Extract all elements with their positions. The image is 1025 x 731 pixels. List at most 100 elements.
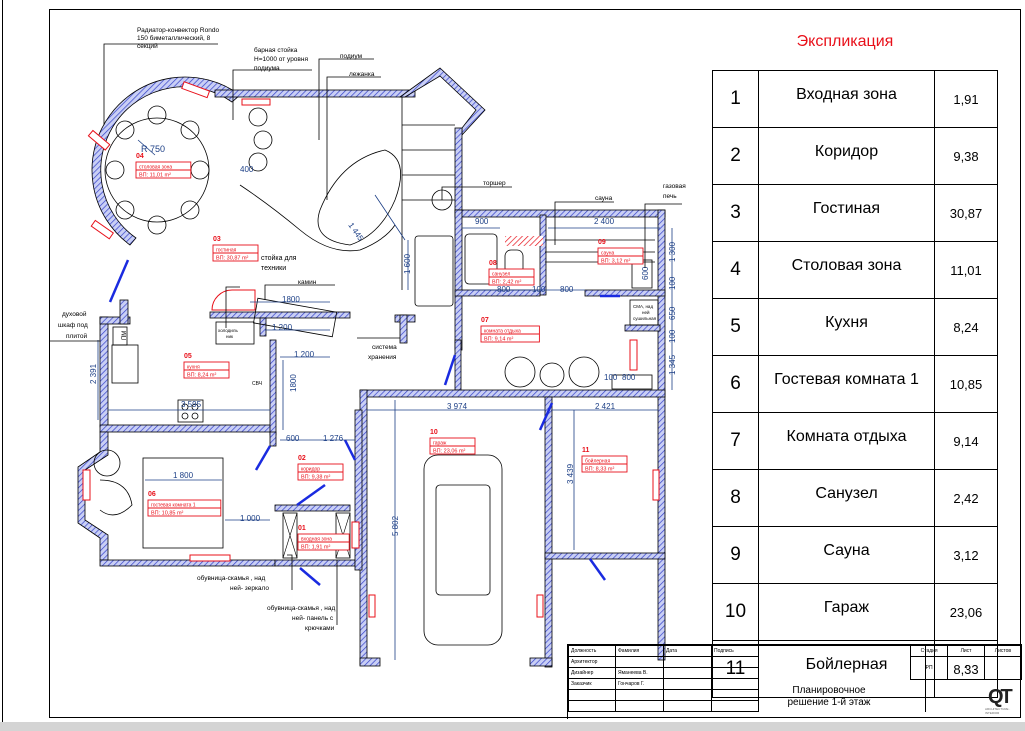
stamp-info-value: РП	[909, 656, 949, 680]
stamp-cell	[663, 678, 712, 690]
guest-bottom-wall	[99, 559, 276, 567]
stamp-header: Подпись	[711, 645, 759, 657]
stamp-cell: Гончаров Г.	[615, 678, 664, 690]
room-area: ВП: 2,42 m²	[492, 279, 521, 285]
room-code: 05	[184, 353, 192, 360]
garage-br-corner	[529, 657, 553, 667]
room-name: Санузел	[758, 469, 935, 527]
fireplace-wall	[209, 311, 351, 319]
room-area: ВП: 11,01 m²	[139, 172, 171, 178]
kitchen-top-wall-b	[119, 299, 129, 325]
dim-3974: 3 974	[447, 402, 468, 411]
dim-100-a: 100	[668, 276, 677, 290]
room-area: ВП: 10,85 m²	[151, 510, 184, 516]
dim-800-a: 800	[497, 285, 511, 294]
company-logo-subtitle: ARCHITECTURE · INTERIOR	[985, 707, 1011, 715]
top-wall	[214, 89, 416, 98]
kitchen-top-wall-a	[99, 316, 131, 325]
dim-400: 400	[240, 165, 254, 174]
svg-text:торшер: торшер	[483, 180, 506, 187]
cabinet	[611, 374, 653, 390]
room-number: 8	[712, 469, 759, 527]
room-name: бойлерная	[585, 457, 610, 464]
room-name: гостевая комната 1	[151, 502, 196, 508]
leader-lines	[50, 43, 682, 625]
dim-2400: 2 400	[594, 217, 615, 226]
stamp-cell: Дизайнер	[568, 667, 616, 679]
room-name: Гостевая комната 1	[758, 355, 935, 413]
car	[423, 454, 503, 646]
room-area: 9,38	[934, 127, 998, 185]
sofa	[414, 235, 454, 307]
dim-3439: 3 439	[566, 463, 575, 484]
dim-1800-bed: 1 800	[173, 471, 194, 480]
stamp-info-header: Стадия	[909, 645, 949, 657]
room-area: 10,85	[934, 355, 998, 413]
dim-800-b: 800	[560, 285, 574, 294]
kitchen-west-wall	[99, 316, 109, 428]
rest-left-wall	[454, 339, 462, 391]
room-number: 3	[712, 184, 759, 242]
svg-text:сауна: сауна	[595, 195, 613, 202]
room-area: 9,14	[934, 412, 998, 470]
room-code: 03	[213, 236, 221, 243]
entry-bottom-wall	[274, 559, 356, 567]
stamp-cell	[711, 667, 759, 679]
room-area: 2,42	[934, 469, 998, 527]
sauna-top-wall	[454, 209, 666, 218]
room-number: 6	[712, 355, 759, 413]
room-code: 09	[598, 239, 606, 246]
company-logo: QT	[988, 686, 1013, 708]
room-area: ВП: 8,24 m²	[187, 372, 216, 378]
bath-left-wall	[454, 209, 463, 351]
hob	[177, 399, 204, 423]
fireplace-wall-2	[259, 317, 267, 337]
wardrobe-crosses	[282, 512, 351, 559]
room-number: 10	[712, 583, 759, 641]
stamp-cell	[568, 689, 616, 701]
dim-650: 650	[668, 306, 677, 320]
explication-title: Экспликация	[796, 33, 894, 50]
room-number: 2	[712, 127, 759, 185]
room-area: ВП: 9,14 m²	[484, 336, 513, 342]
stamp-header: Должность	[568, 645, 616, 657]
podium-curve	[239, 184, 396, 252]
bottom-scrollbar[interactable]	[0, 722, 1025, 731]
stamp-cell: Яманеева В.	[615, 667, 664, 679]
dim-1276: 1 276	[323, 434, 344, 443]
bed	[142, 457, 224, 549]
room-name: входная зона	[301, 536, 332, 542]
radiators	[82, 81, 660, 618]
corridor-wall-a	[269, 431, 277, 447]
dim-3595: 3 595	[181, 400, 202, 409]
room-code: 01	[298, 525, 306, 532]
washer-wall	[624, 324, 661, 332]
stamp-title-cell	[758, 645, 926, 712]
stamp-cell	[663, 667, 712, 679]
svg-text:камин: камин	[298, 279, 317, 286]
dim-1200-storage: 1 200	[294, 350, 315, 359]
dim-600-corridor: 600	[286, 434, 300, 443]
tech-stand-outline	[211, 289, 256, 311]
walls	[77, 67, 666, 668]
room-name: коридор	[301, 466, 320, 472]
dim-900: 900	[475, 217, 489, 226]
dim-1800-wall: 1800	[289, 374, 298, 392]
room-area: ВП: 23,06 m²	[433, 448, 466, 454]
furniture	[93, 97, 659, 646]
stair-right-wall	[454, 127, 463, 217]
stamp-cell	[711, 656, 759, 668]
